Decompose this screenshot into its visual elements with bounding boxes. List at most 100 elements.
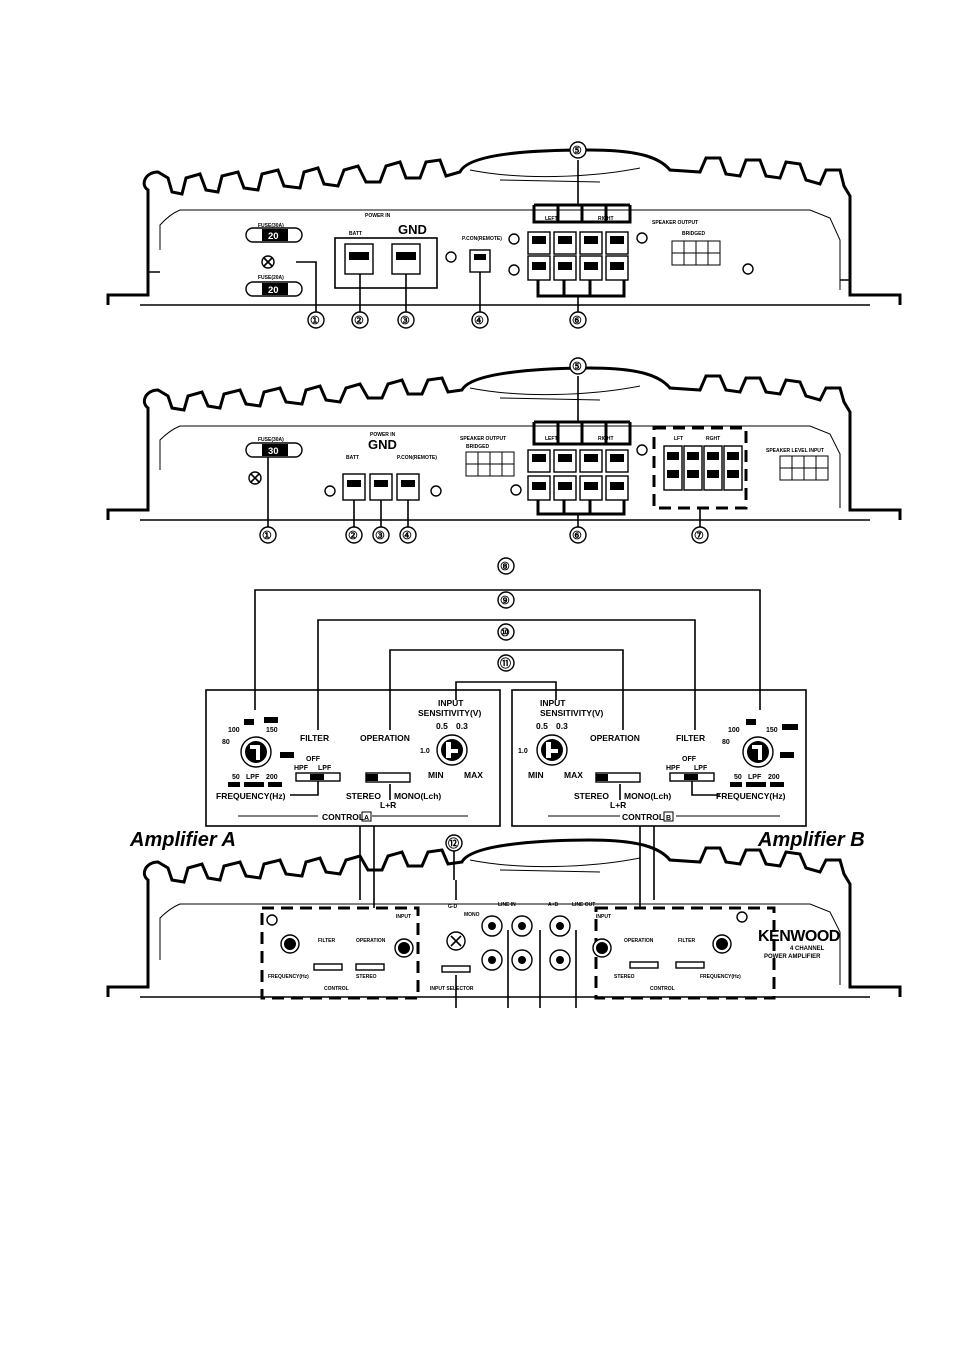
amp2-left: LEFT [545,436,558,442]
control-panel-a-frame [205,689,501,827]
screw-icon [445,251,457,263]
amp1-pcon-terminal[interactable] [469,249,491,273]
freq-lpf-b: LPF [748,774,762,781]
amp1-fuse-bottom-value: 20 [268,285,279,296]
amp2-speaker-level-grid [779,455,829,481]
amp2-lft: LFT [674,436,683,442]
control-panel-b-frame [511,689,807,827]
freq-100-a: 100 [228,727,240,734]
callout-11: ⑪ [500,656,511,670]
callout-9: ⑨ [500,595,510,607]
amp2-gnd: GND [368,437,397,452]
stereo-a: STEREO [346,791,381,801]
amp2-batt: BATT [346,455,359,461]
control-panel-a: 100 80 150 50 LPF 200 FREQUENCY(Hz) FILT… [205,689,501,827]
filter-hpf-b: HPF [666,765,681,772]
callout-8: ⑧ [500,561,510,573]
amp2-speaker-level-input: SPEAKER LEVEL INPUT [766,448,824,454]
freq-50-b: 50 [734,774,742,781]
screw-icon [736,911,748,923]
filter-label-b: FILTER [676,733,705,743]
mini-frequency-b: FREQUENCY(Hz) [700,974,741,980]
input-selector-switch[interactable] [441,965,471,973]
mini-stereo-a: STEREO [356,974,377,980]
brand-sub-2: POWER AMPLIFIER [764,954,821,960]
freq-80-b: 80 [722,739,730,746]
filter-label-a: FILTER [300,733,329,743]
amplifier-1: FUSE(30A) 20 FUSE(20A) 20 POWER IN BATT … [106,148,902,312]
amp1-fuse-top-value: 20 [268,231,279,242]
callout-2: ② [354,315,364,327]
filter-lpf-a: LPF [318,765,332,772]
amp3-heatsink-outline [106,838,902,997]
sens-min-b: MIN [528,770,544,780]
control-box-a: A [364,815,369,822]
sens-max-b: MAX [564,770,583,780]
amp2-fuse-value: 30 [268,446,279,457]
amp1-bridged: BRIDGED [682,231,705,237]
callout-4: ④ [402,530,412,542]
amplifier-2: FUSE(30A) 30 POWER IN GND BATT P.CON(REM… [106,366,902,528]
amplifier-a-title: Amplifier A [129,829,236,851]
freq-80-a: 80 [222,739,230,746]
mini-control-b: CONTROL [650,986,675,992]
sens-max-a: MAX [464,770,483,780]
screw-icon [430,485,442,497]
mini-stereo-b: STEREO [614,974,635,980]
frequency-label-a: FREQUENCY(Hz) [216,791,286,801]
operation-label-b: OPERATION [590,733,640,743]
callout-10: ⑩ [500,627,510,639]
amp2-heatsink-outline [106,366,902,520]
stereo-b: STEREO [574,791,609,801]
mini-filter-a: FILTER [318,938,336,944]
mini-filter-switch-b[interactable] [675,961,705,969]
control-label-b: CONTROL [622,812,664,822]
mini-frequency-a: FREQUENCY(Hz) [268,974,309,980]
gnd-small: G-D [448,904,458,910]
mini-input-b: INPUT [596,914,611,920]
frequency-label-b: FREQUENCY(Hz) [716,791,786,801]
amp1-gnd: GND [398,222,427,237]
mini-filter-b: FILTER [678,938,696,944]
callout-4: ④ [474,315,484,327]
sens-10-a: 1.0 [420,748,430,755]
callout-3: ③ [375,530,385,542]
callout-1: ① [310,315,320,327]
sens-03-a: 0.3 [456,721,468,731]
freq-150-b: 150 [766,727,778,734]
sens-05-a: 0.5 [436,721,448,731]
screw-icon [510,484,522,496]
amp2-bridged-grid [465,451,515,477]
callout-12: ⑫ [448,836,459,850]
amp2-power-in: POWER IN [370,432,396,438]
mini-control-a: CONTROL [324,986,349,992]
freq-200-a: 200 [266,774,278,781]
control-box-b: B [666,815,671,822]
mini-input-a: INPUT [396,914,411,920]
input-selector-label: INPUT SELECTOR [430,986,474,992]
freq-200-b: 200 [768,774,780,781]
sens-05-b: 0.5 [536,721,548,731]
mini-operation-switch-b[interactable] [629,961,659,969]
callout-6: ⑥ [572,315,582,327]
filter-lpf-b: LPF [694,765,708,772]
mini-operation-switch-a[interactable] [355,963,385,971]
mini-filter-switch-a[interactable] [313,963,343,971]
screw-icon [636,232,648,244]
callout-7: ⑦ [694,530,704,542]
amp2-fuse-label: FUSE(30A) [258,437,284,443]
amp1-batt: BATT [349,231,362,237]
amp2-pcon: P.CON(REMOTE) [397,455,437,461]
amp1-power-in: POWER IN [365,213,391,219]
callout-6: ⑥ [572,530,582,542]
freq-lpf-a: LPF [246,774,260,781]
callouts-amp1: ⑤ ① ② ③ ④ ⑥ [307,141,587,329]
ab-label: A+B [548,902,559,908]
amp2-speaker-output: SPEAKER OUTPUT [460,436,506,442]
screw-icon [266,914,278,926]
control-panel-b: INPUT SENSITIVITY(V) 0.5 0.3 1.0 MIN MAX… [511,689,807,827]
input-label-b: INPUT [540,698,566,708]
amp1-speaker-output: SPEAKER OUTPUT [652,220,698,226]
amp3-control-b-area [594,906,776,1000]
